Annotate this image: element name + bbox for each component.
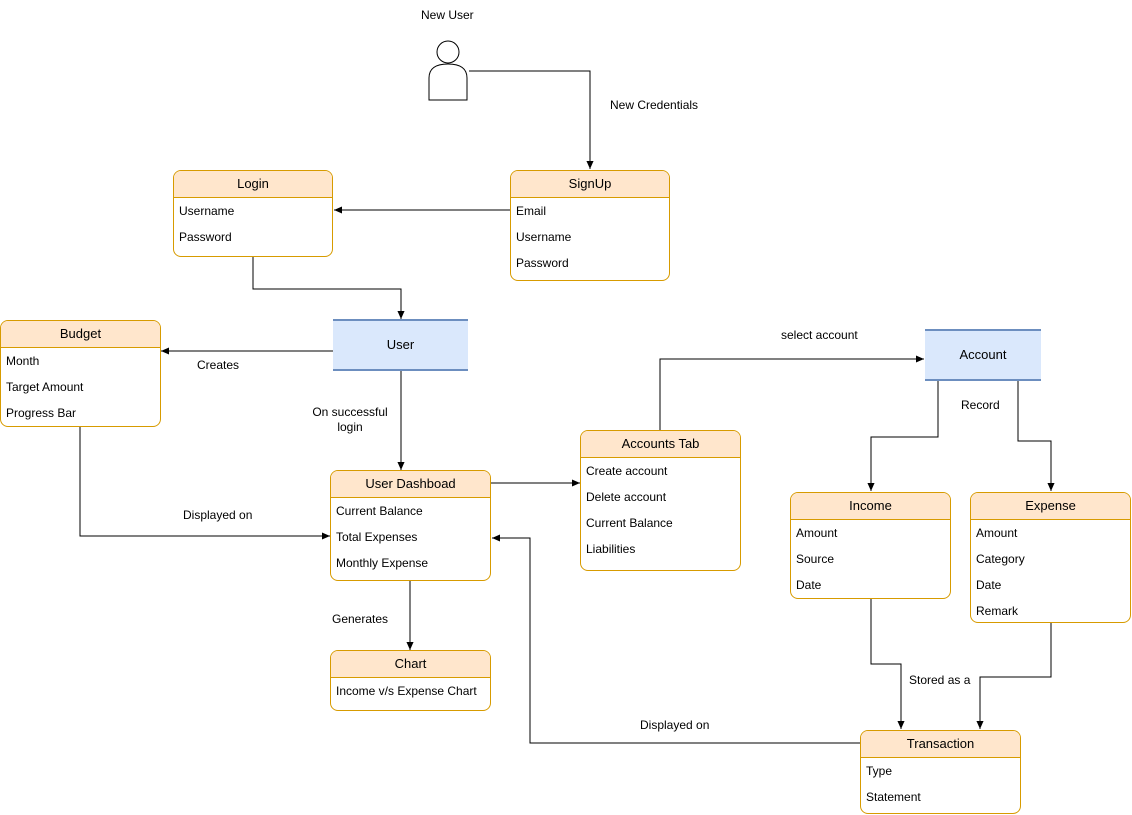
accounts-tab-title: Accounts Tab <box>581 431 740 458</box>
dashboard-box[interactable]: User Dashboad Current Balance Total Expe… <box>330 470 491 581</box>
dashboard-field: Total Expenses <box>336 530 418 544</box>
accounts-tab-box[interactable]: Accounts Tab Create account Delete accou… <box>580 430 741 571</box>
expense-box[interactable]: Expense Amount Category Date Remark <box>970 492 1131 623</box>
edge-label-line: On successful <box>312 405 388 419</box>
edge-expense-transaction <box>976 623 1052 729</box>
income-title: Income <box>791 493 950 520</box>
budget-title: Budget <box>1 321 160 348</box>
accounts-tab-field: Delete account <box>586 490 667 504</box>
edge-newuser-signup <box>469 70 594 169</box>
user-actor-icon <box>428 40 468 101</box>
accounts-tab-field: Current Balance <box>586 516 673 530</box>
dashboard-field: Current Balance <box>336 504 423 518</box>
income-field: Date <box>796 578 822 592</box>
account-entity[interactable]: Account <box>925 329 1041 381</box>
accounts-tab-field: Liabilities <box>586 542 636 556</box>
expense-field: Remark <box>976 604 1019 618</box>
edge-label-on-successful-login: On successful login <box>306 405 394 435</box>
login-title: Login <box>174 171 332 198</box>
signup-field: Username <box>516 230 572 244</box>
budget-box[interactable]: Budget Month Target Amount Progress Bar <box>0 320 161 427</box>
signup-field: Email <box>516 204 547 218</box>
edge-budget-dashboard <box>79 427 330 540</box>
transaction-title: Transaction <box>861 731 1020 758</box>
dashboard-title: User Dashboad <box>331 471 490 498</box>
edge-label-select-account: select account <box>781 328 858 342</box>
income-field: Source <box>796 552 835 566</box>
transaction-box[interactable]: Transaction Type Statement <box>860 730 1021 814</box>
edge-label-record: Record <box>961 398 1000 412</box>
edge-account-expense <box>1017 381 1055 491</box>
expense-field: Category <box>976 552 1025 566</box>
accounts-tab-field: Create account <box>586 464 668 478</box>
chart-field: Income v/s Expense Chart <box>336 684 477 698</box>
edge-accounts-account <box>659 355 924 430</box>
edge-label-creates: Creates <box>197 358 240 372</box>
user-entity[interactable]: User <box>333 319 468 371</box>
login-field: Username <box>179 204 235 218</box>
transaction-field: Statement <box>866 790 921 804</box>
edge-account-income <box>867 381 939 491</box>
edge-login-user <box>252 257 405 319</box>
signup-title: SignUp <box>511 171 669 198</box>
new-user-label: New User <box>421 8 474 22</box>
edge-label-stored-as-a: Stored as a <box>909 673 971 687</box>
signup-box[interactable]: SignUp Email Username Password <box>510 170 670 281</box>
signup-field: Password <box>516 256 569 270</box>
edge-label-displayed-on-budget: Displayed on <box>183 508 253 522</box>
edge-income-transaction <box>870 599 905 729</box>
edge-label-new-credentials: New Credentials <box>610 98 699 112</box>
edge-transaction-dashboard <box>492 534 860 744</box>
budget-field: Target Amount <box>6 380 84 394</box>
edge-label-displayed-on-transaction: Displayed on <box>640 718 710 732</box>
dashboard-field: Monthly Expense <box>336 556 429 570</box>
budget-field: Month <box>6 354 40 368</box>
edge-label-line: login <box>337 420 363 434</box>
income-box[interactable]: Income Amount Source Date <box>790 492 951 599</box>
expense-field: Date <box>976 578 1002 592</box>
transaction-field: Type <box>866 764 893 778</box>
chart-box[interactable]: Chart Income v/s Expense Chart <box>330 650 491 711</box>
expense-title: Expense <box>971 493 1130 520</box>
login-field: Password <box>179 230 232 244</box>
expense-field: Amount <box>976 526 1018 540</box>
income-field: Amount <box>796 526 838 540</box>
login-box[interactable]: Login Username Password <box>173 170 333 257</box>
edge-label-generates: Generates <box>332 612 389 626</box>
budget-field: Progress Bar <box>6 406 77 420</box>
chart-title: Chart <box>331 651 490 678</box>
